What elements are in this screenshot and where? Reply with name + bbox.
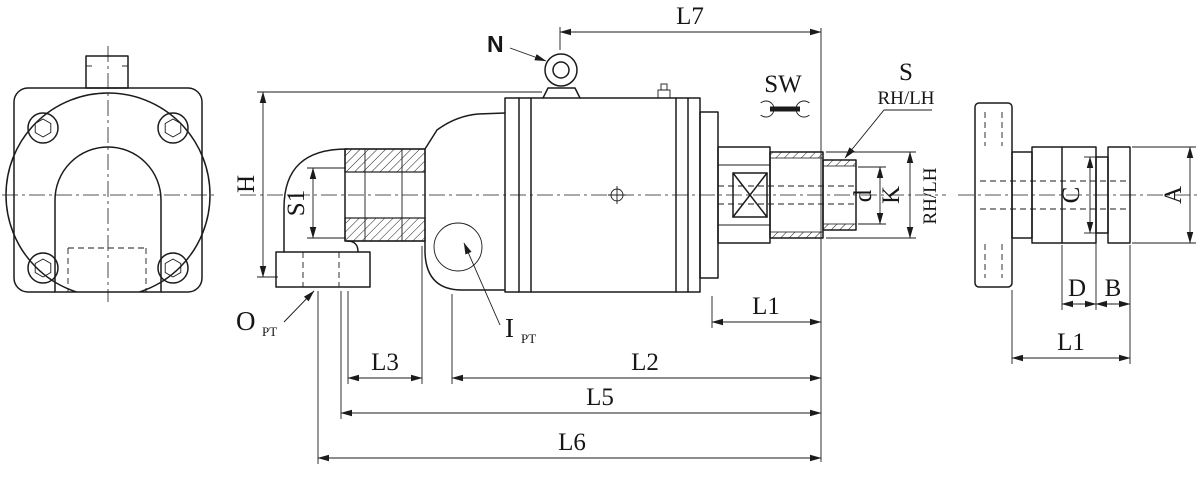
o-port-leader <box>283 290 315 323</box>
dimensions: L7 N SW S RH/LH H S1 d <box>233 3 1196 464</box>
main-housing <box>504 53 719 293</box>
housing-inlet <box>424 112 506 291</box>
threaded-nipple <box>344 148 426 242</box>
dim-l1-right-label: L1 <box>1057 329 1085 356</box>
arch-opening <box>54 146 162 293</box>
dim-b-label: B <box>1105 275 1122 302</box>
bolt-hole <box>157 252 189 284</box>
dim-d-label: d <box>850 189 877 202</box>
dim-l3-label: L3 <box>371 349 399 376</box>
dim-l1-mid-label: L1 <box>752 293 780 320</box>
label-o-port: O <box>236 306 256 336</box>
label-rh-lh-axis: RH/LH <box>920 167 941 224</box>
dim-s1-label: S1 <box>283 190 310 216</box>
body-silhouette <box>5 92 211 292</box>
front-view <box>2 46 214 302</box>
dim-l2-label: L2 <box>631 349 659 376</box>
grease-fitting <box>657 83 671 99</box>
label-n: N <box>487 31 504 57</box>
label-s: S <box>899 59 913 86</box>
side-view <box>240 53 946 293</box>
dim-a-label: A <box>1160 186 1187 204</box>
dim-h-label: H <box>233 175 260 193</box>
top-stub <box>85 55 129 89</box>
center-mark-icon <box>608 186 626 204</box>
label-i-port: I <box>505 313 514 343</box>
dim-l5-label: L5 <box>586 384 614 411</box>
dim-c-label: C <box>1058 187 1085 204</box>
s-leader <box>844 109 932 159</box>
i-port-leader <box>463 242 501 326</box>
wrench-icon <box>753 100 817 118</box>
bearing-symbol <box>732 172 768 218</box>
lifting-eye <box>542 53 581 99</box>
n-leader <box>509 47 547 62</box>
dim-l6-label: L6 <box>558 429 586 456</box>
inlet-port-bore <box>433 222 483 272</box>
bolt-hole <box>157 112 189 144</box>
dim-k-label: K <box>878 186 905 204</box>
label-i-port-sub: PT <box>521 331 536 346</box>
label-sw: SW <box>764 71 802 98</box>
dim-d-right-label: D <box>1068 275 1086 302</box>
elbow-flange <box>275 251 371 288</box>
label-o-port-sub: PT <box>262 324 277 339</box>
bolt-hole <box>27 112 59 144</box>
right-side-view <box>958 102 1198 288</box>
end-ring <box>1107 146 1131 244</box>
dim-l7-label: L7 <box>676 3 704 30</box>
rotor-shaft <box>717 146 857 244</box>
label-rh-lh-leader: RH/LH <box>878 88 935 109</box>
bolt-hole <box>27 252 59 284</box>
